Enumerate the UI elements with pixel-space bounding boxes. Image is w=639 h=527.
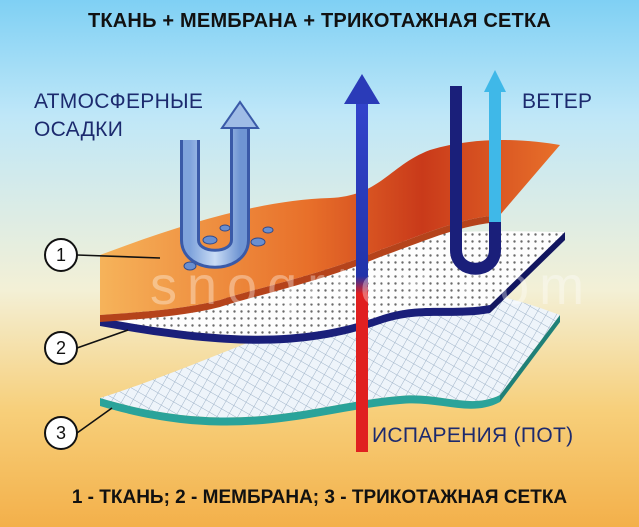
label-precipitation-line2: ОСАДКИ xyxy=(34,118,124,141)
callout-1: 1 xyxy=(44,238,78,272)
label-evaporation: ИСПАРЕНИЯ (ПОТ) xyxy=(372,424,574,447)
label-wind: ВЕТЕР xyxy=(522,90,593,113)
leader-line-3 xyxy=(76,407,113,434)
callout-2: 2 xyxy=(44,331,78,365)
precipitation-arrow xyxy=(180,100,260,269)
watermark: snoqrtex.com xyxy=(150,256,595,316)
callout-3: 3 xyxy=(44,416,78,450)
leader-line-1 xyxy=(76,254,161,259)
evaporation-arrow xyxy=(344,74,380,452)
layer-membrane xyxy=(100,231,565,344)
wind-arrow xyxy=(450,70,506,275)
layer-mesh xyxy=(100,289,560,426)
label-precipitation-line1: АТМОСФЕРНЫЕ xyxy=(34,90,204,113)
legend-footer: 1 - ТКАНЬ; 2 - МЕМБРАНА; 3 - ТРИКОТАЖНАЯ… xyxy=(71,487,568,508)
leader-line-2 xyxy=(76,329,129,349)
diagram-title: ТКАНЬ + МЕМБРАНА + ТРИКОТАЖНАЯ СЕТКА xyxy=(87,10,552,32)
